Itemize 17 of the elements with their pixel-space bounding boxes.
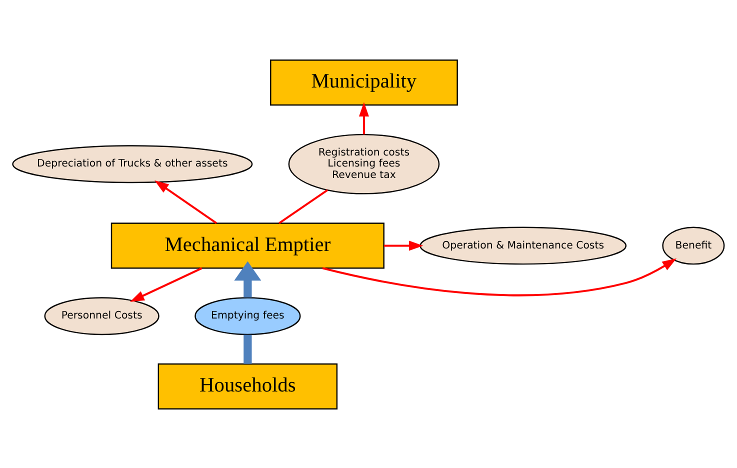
node-box: Mechanical Emptier	[110, 222, 384, 268]
arrow	[154, 180, 218, 224]
arrow	[358, 102, 369, 134]
node-ellipse: Operation & Maintenance Costs	[420, 226, 627, 264]
arrow	[234, 260, 262, 297]
connector	[244, 334, 252, 364]
node-box: Households	[158, 362, 338, 410]
connector	[278, 188, 328, 224]
arrow	[130, 266, 202, 302]
node-ellipse: Personnel Costs	[44, 296, 160, 335]
arrow	[384, 240, 424, 250]
node-ellipse: Emptying fees	[194, 296, 301, 335]
arrow	[322, 258, 677, 296]
node-box: Municipality	[270, 58, 458, 106]
node-ellipse: Benefit	[662, 226, 725, 264]
node-ellipse: Depreciation of Trucks & other assets	[12, 144, 253, 183]
node-ellipse: Registration costs Licensing fees Revenue tax	[288, 133, 440, 194]
